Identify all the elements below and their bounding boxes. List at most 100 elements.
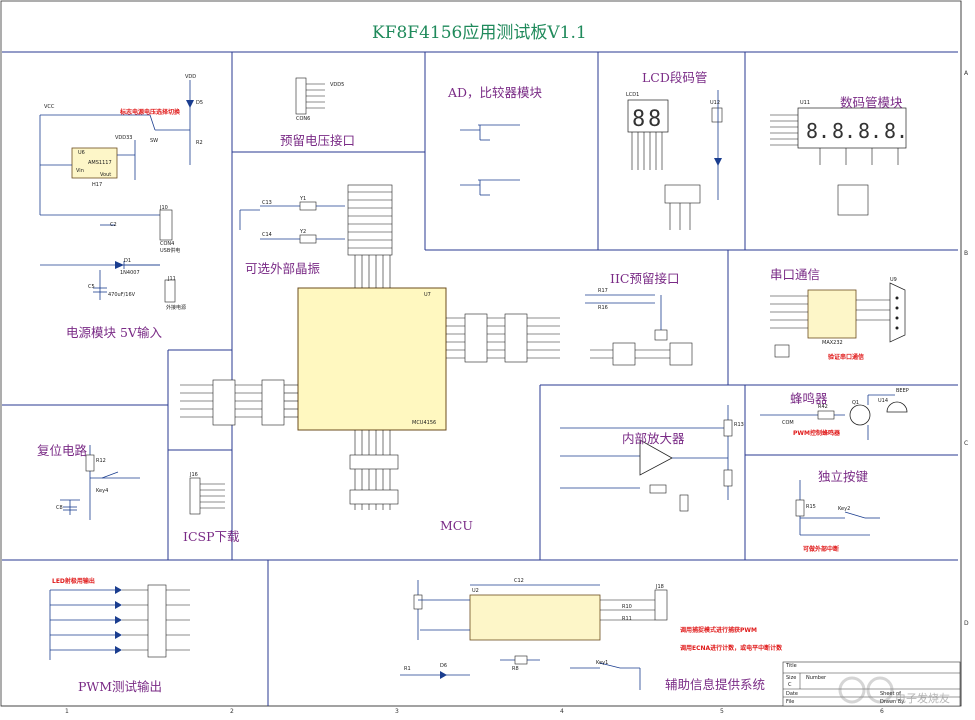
label-key4: Key4 (96, 488, 109, 494)
label-mcu-model: MCU4156 (412, 420, 437, 426)
label-c8: C8 (56, 505, 63, 511)
label-segment: 数码管模块 (840, 95, 903, 110)
label-j10: J10 (160, 205, 168, 211)
icsp-circuit (189, 477, 225, 515)
annotation-aux-capture: 调用捕捉模式进行捕获PWM (680, 627, 757, 634)
section-dividers (2, 51, 958, 706)
label-r1: R1 (404, 666, 411, 672)
label-u6: U6 (78, 150, 85, 156)
border-row-b: B (964, 250, 969, 257)
pwm-circuit (49, 584, 190, 660)
label-ams1117: AMS1117 (88, 160, 112, 166)
label-r13: R13 (734, 422, 744, 428)
label-u12: U12 (710, 100, 721, 106)
svg-text:8.: 8. (832, 119, 856, 143)
label-r15: R15 (806, 504, 816, 510)
label-r17: R17 (598, 288, 608, 294)
label-j11: J11 (168, 276, 176, 282)
label-key1: Key1 (596, 660, 609, 666)
lcd-circuit: 8 8 (627, 90, 723, 230)
annotation-voltage-select: 标志电源电压选择切换 (120, 109, 181, 116)
annotation-uart-verify: 验证串口通信 (828, 354, 865, 361)
svg-text:8: 8 (632, 107, 645, 132)
key-circuit (795, 480, 880, 536)
svg-text:8.: 8. (806, 119, 830, 143)
label-key: 独立按键 (818, 469, 869, 484)
label-reserved-voltage: 预留电压接口 (280, 133, 356, 148)
label-c12: C12 (514, 578, 524, 584)
label-con4: CON4 (160, 241, 175, 247)
label-1n4007: 1N4007 (120, 270, 140, 276)
border-col-1: 1 (65, 708, 69, 715)
label-u2: U2 (472, 588, 479, 594)
label-pwm: PWM测试输出 (78, 679, 163, 694)
label-power: 电源模块 5V输入 (66, 325, 162, 340)
title-block-sheet: Sheet of (880, 691, 901, 697)
label-max232: MAX232 (822, 340, 843, 346)
annotation-pwm-buzzer: PWM控制蜂鸣器 (793, 430, 840, 437)
iic-circuit (585, 294, 693, 366)
border-row-c: C (964, 440, 969, 447)
label-u14: U14 (878, 398, 889, 404)
crystal-circuit (239, 184, 393, 256)
border-col-3: 3 (395, 708, 399, 715)
title-block-file: File (786, 699, 795, 705)
border-col-2: 2 (230, 708, 234, 715)
label-d6: D6 (440, 663, 448, 669)
reset-circuit (60, 445, 140, 520)
label-u11: U11 (800, 100, 811, 106)
aux-circuit (400, 580, 668, 690)
label-ad: AD，比较器模块 (448, 85, 543, 100)
label-q1: Q1 (852, 400, 860, 406)
label-r2: R2 (196, 140, 203, 146)
watermark-logo (838, 676, 894, 704)
label-d5: D5 (196, 100, 204, 106)
label-con6: CON6 (296, 116, 311, 122)
label-vdd-power: VDD (185, 74, 197, 80)
label-vdd33: VDD33 (115, 135, 133, 141)
label-y2: Y2 (300, 229, 307, 235)
label-mcu: MCU (440, 518, 473, 533)
label-c5: C5 (88, 284, 95, 290)
title-block-date: Date (786, 691, 798, 697)
label-vdd5: VDD5 (330, 82, 345, 88)
label-u9: U9 (890, 277, 897, 283)
title-block-drawn: Drawn By (880, 699, 905, 705)
watermark-text: 电子发烧友 (895, 692, 950, 705)
label-r12: R12 (96, 458, 106, 464)
border-row-d: D (964, 620, 969, 627)
annotation-led-pwm: LED射极用输出 (52, 578, 95, 585)
reserved-voltage-circuit (295, 77, 325, 115)
title-block-size: Size (786, 675, 797, 681)
label-r11: R11 (622, 616, 632, 622)
label-c5-value: 470uF/16V (108, 292, 136, 298)
label-mcu-u7: U7 (424, 292, 431, 298)
label-sw: SW (150, 138, 159, 144)
label-c14: C14 (262, 232, 272, 238)
label-r16: R16 (598, 305, 608, 311)
label-vcc: VCC (44, 104, 55, 110)
uart-circuit (770, 282, 906, 358)
label-vout: Vout (100, 172, 112, 178)
label-aux: 辅助信息提供系统 (665, 677, 766, 692)
label-vin: Vin (76, 168, 84, 174)
border-col-4: 4 (560, 708, 564, 715)
annotation-aux-count: 调用ECNA进行计数，或电平中断计数 (680, 645, 783, 652)
label-h17: H17 (92, 182, 103, 188)
page-title: KF8F4156应用测试板V1.1 (372, 23, 587, 43)
label-reset: 复位电路 (37, 443, 88, 458)
border-row-a: A (964, 70, 969, 77)
label-amp: 内部放大器 (622, 431, 685, 446)
svg-text:8: 8 (648, 107, 661, 132)
label-r8: R8 (512, 666, 519, 672)
label-lcd1: LCD1 (626, 92, 640, 98)
label-ext-power: 外接电源 (166, 305, 187, 311)
label-beep: BEEP (896, 388, 909, 394)
label-j16: J16 (190, 472, 198, 478)
title-block (782, 661, 961, 707)
label-r10: R10 (622, 604, 632, 610)
label-j18: J18 (656, 584, 664, 590)
label-lcd: LCD段码管 (642, 70, 708, 85)
label-r42: R42 (818, 404, 828, 410)
